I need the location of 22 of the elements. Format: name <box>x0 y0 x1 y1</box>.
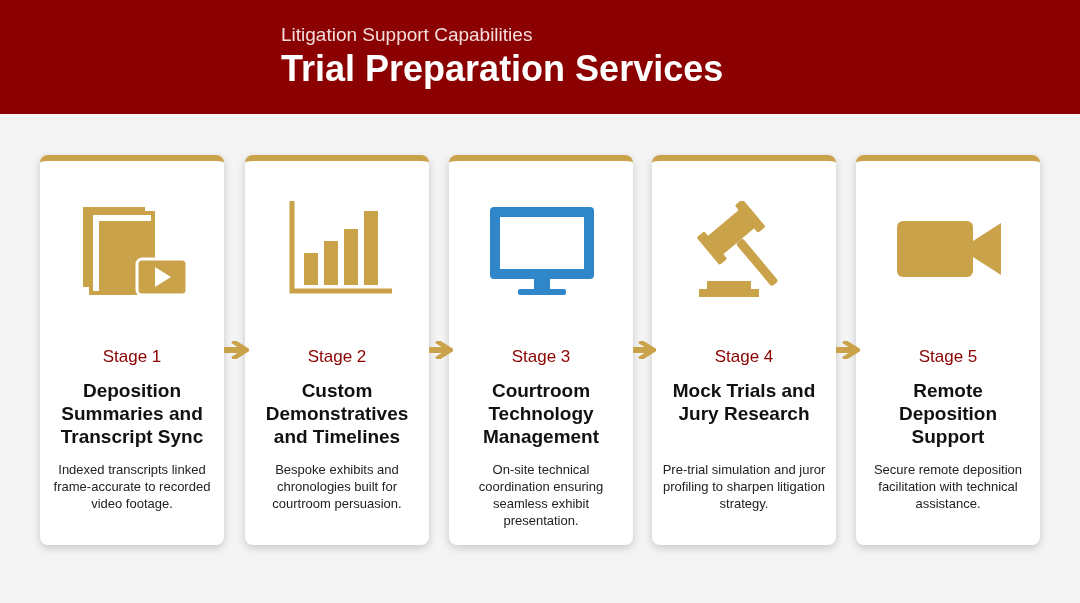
stage-card <box>856 155 1040 545</box>
stage-description: Indexed transcripts linked frame-accurate to recorded video footage. <box>52 461 212 512</box>
stage-title: Custom Demonstratives and Timelines <box>264 379 410 448</box>
stage-label: Stage 2 <box>306 347 368 367</box>
stage-card <box>245 155 429 545</box>
title: Trial Preparation Services <box>281 48 724 90</box>
stage-card <box>449 155 633 545</box>
stage-label: Stage 5 <box>917 347 979 367</box>
stage-title: Courtroom Technology Management <box>481 379 601 448</box>
subtitle: Litigation Support Capabilities <box>281 24 533 46</box>
stage-description: Secure remote deposition facilitation with technical assistance. <box>872 461 1024 512</box>
stage-label: Stage 1 <box>101 347 163 367</box>
stage-title: Remote Deposition Support <box>897 379 999 448</box>
stage-description: On-site technical coordination ensuring seamless exhibit presentation. <box>477 461 605 529</box>
stage-description: Bespoke exhibits and chronologies built for courtroom persuasion. <box>271 461 403 512</box>
stage-title: Mock Trials and Jury Research <box>671 379 817 425</box>
stage-label: Stage 3 <box>510 347 572 367</box>
stage-description: Pre-trial simulation and juror profiling to sharpen litigation strategy. <box>662 461 826 512</box>
stage-card <box>652 155 836 545</box>
stage-title: Deposition Summaries and Transcript Sync <box>59 379 205 448</box>
stage-card <box>40 155 224 545</box>
stage-label: Stage 4 <box>713 347 775 367</box>
